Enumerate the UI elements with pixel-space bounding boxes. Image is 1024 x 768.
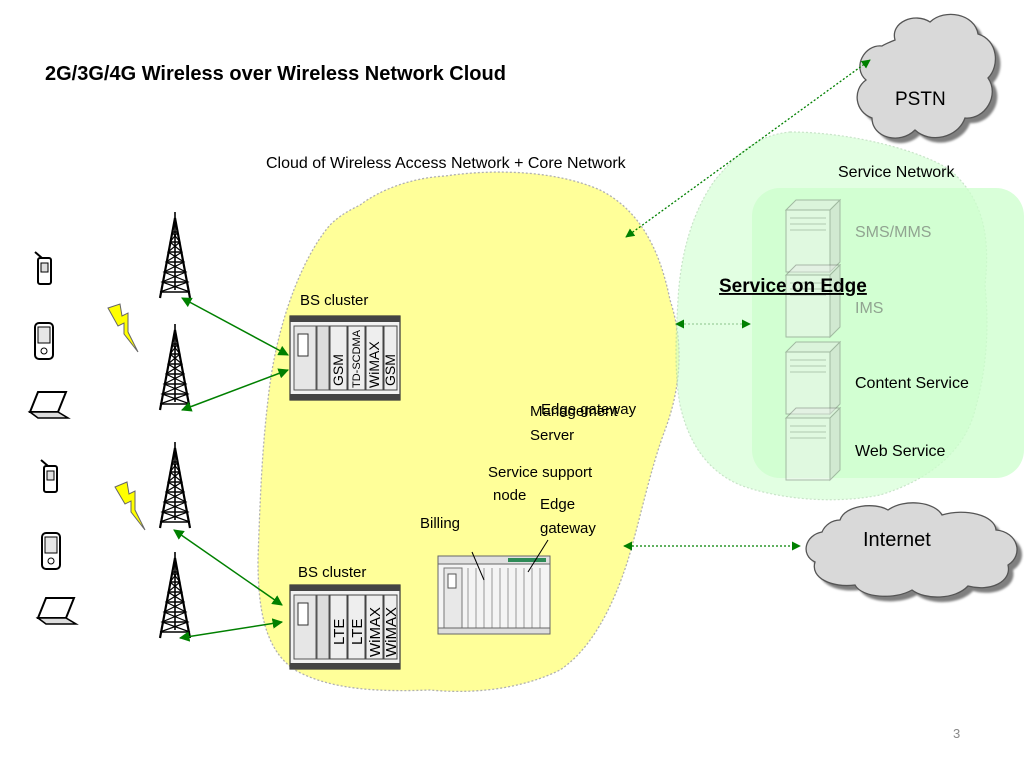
cluster-card-label: WiMAX: [366, 341, 382, 388]
core-server-rack: [437, 555, 551, 635]
billing-label: Billing: [420, 515, 460, 532]
bs-cluster-2-label: BS cluster: [298, 564, 366, 581]
tower-link: [173, 529, 283, 606]
service-item-content: Content Service: [855, 375, 969, 392]
service-network-label: Service Network: [838, 164, 955, 181]
tower-link: [181, 297, 289, 356]
bs-cluster-1-label: BS cluster: [300, 292, 368, 309]
antenna-tower-icon: [158, 440, 192, 530]
bs-cluster-2: LTE LTE WiMAX WiMAX: [289, 584, 401, 670]
cluster-card-label: LTE: [349, 619, 366, 645]
service-support-label-1: Service support: [488, 464, 593, 481]
server-icon: [785, 407, 841, 481]
lightning-icon: [114, 481, 146, 531]
service-support-label-2: node: [493, 487, 526, 504]
pda-icon: [34, 322, 54, 360]
cluster-card-label: GSM: [330, 354, 346, 386]
cluster-card-label: WiMAX: [383, 607, 400, 657]
server-icon: [785, 341, 841, 415]
internet-cloud: [805, 502, 1018, 598]
access-network-cloud: [257, 171, 680, 693]
server-icon: [785, 199, 841, 273]
cloud-label: Cloud of Wireless Access Network + Core …: [266, 155, 627, 172]
lightning-icon: [107, 303, 139, 353]
edge-gateway-pointer: [527, 539, 549, 573]
mobile-phone-icon: [40, 459, 58, 493]
tower-link: [178, 618, 284, 642]
laptop-icon: [27, 391, 71, 419]
antenna-tower-icon: [158, 550, 192, 640]
mobile-phone-icon: [34, 251, 52, 285]
antenna-tower-icon: [158, 210, 192, 300]
edge-gateway-label-1: Edge: [540, 496, 575, 513]
service-item-ims: IMS: [855, 300, 883, 317]
server-label: Server: [530, 427, 574, 444]
edge-gateway-label-2: gateway: [540, 520, 596, 537]
internet-label: Internet: [863, 529, 931, 551]
service-item-sms: SMS/MMS: [855, 224, 931, 241]
pda-icon: [41, 532, 61, 570]
tower-link: [181, 368, 289, 412]
pstn-cloud: [856, 13, 997, 139]
cluster-card-label: WiMAX: [367, 607, 384, 657]
service-item-web: Web Service: [855, 443, 946, 460]
cluster-card-label: TD-SCDMA: [351, 329, 363, 388]
cluster-card-label: LTE: [331, 619, 348, 645]
page-number: 3: [953, 726, 960, 741]
laptop-icon: [35, 597, 79, 625]
management-overlap-label: Management: [530, 403, 618, 420]
edge-gateway-overlap-label: Edge gateway: [541, 401, 637, 418]
cluster-card-label: GSM: [382, 354, 398, 386]
bs-cluster-1: GSM TD-SCDMA WiMAX GSM: [289, 315, 401, 401]
slide-title: 2G/3G/4G Wireless over Wireless Network …: [45, 63, 506, 85]
service-on-edge-title: Service on Edge: [719, 276, 867, 297]
antenna-tower-icon: [158, 322, 192, 412]
billing-pointer: [471, 551, 485, 581]
pstn-label: PSTN: [895, 89, 946, 110]
